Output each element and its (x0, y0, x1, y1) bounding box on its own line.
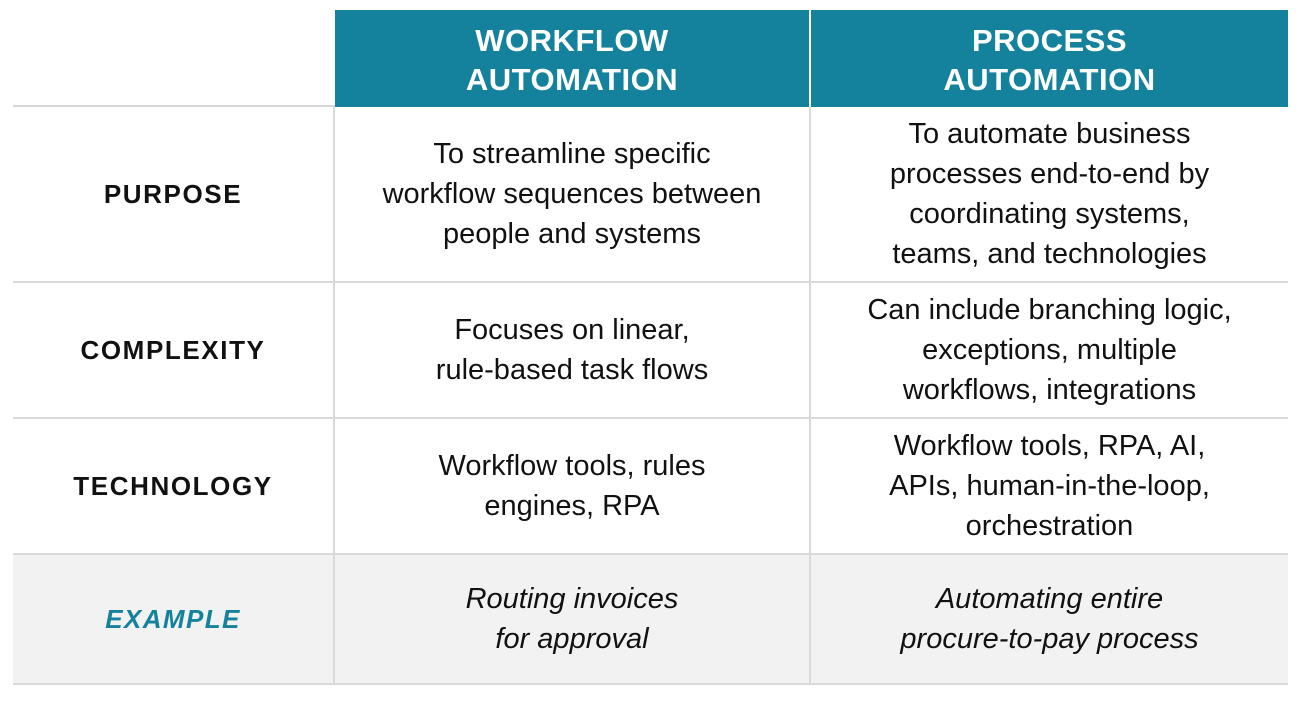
example-process-cell: Automating entire procure-to-pay process (811, 555, 1288, 685)
example-workflow-cell: Routing invoices for approval (335, 555, 811, 685)
complexity-workflow-cell: Focuses on linear, rule-based task flows (335, 283, 811, 419)
cell-line: exceptions, multiple (922, 334, 1177, 366)
row-label-technology: TECHNOLOGY (13, 419, 335, 555)
row-label-purpose: PURPOSE (13, 107, 335, 283)
cell-line: for approval (495, 623, 649, 655)
cell-line: Workflow tools, rules (438, 450, 706, 482)
table-corner (13, 10, 335, 107)
cell-line: coordinating systems, (909, 198, 1190, 230)
column-header-line: WORKFLOW (475, 22, 669, 58)
cell-line: Automating entire (935, 583, 1164, 615)
purpose-workflow-cell: To streamline specific workflow sequence… (335, 107, 811, 283)
technology-process-cell: Workflow tools, RPA, AI, APIs, human-in-… (811, 419, 1288, 555)
cell-line: engines, RPA (484, 490, 660, 522)
column-header-line: AUTOMATION (943, 61, 1156, 97)
cell-line: APIs, human-in-the-loop, (889, 470, 1210, 502)
cell-line: Routing invoices (465, 583, 679, 615)
cell-line: workflow sequences between (382, 178, 762, 210)
cell-line: To automate business (908, 118, 1191, 150)
cell-line: Workflow tools, RPA, AI, (893, 430, 1206, 462)
cell-line: To streamline specific (433, 138, 711, 170)
complexity-process-cell: Can include branching logic, exceptions,… (811, 283, 1288, 419)
cell-line: people and systems (443, 218, 701, 250)
cell-line: Focuses on linear, (454, 314, 690, 346)
column-header-line: PROCESS (971, 22, 1128, 58)
cell-line: procure-to-pay process (900, 623, 1199, 655)
purpose-process-cell: To automate business processes end-to-en… (811, 107, 1288, 283)
cell-line: rule-based task flows (435, 354, 709, 386)
column-header-line: AUTOMATION (465, 61, 679, 97)
cell-line: processes end-to-end by (889, 158, 1210, 190)
cell-line: teams, and technologies (892, 238, 1207, 270)
cell-line: orchestration (965, 510, 1134, 542)
comparison-table: WORKFLOW AUTOMATION PROCESS AUTOMATION P… (13, 10, 1288, 685)
cell-line: Can include branching logic, (867, 294, 1232, 326)
column-header-workflow-automation: WORKFLOW AUTOMATION (335, 10, 811, 107)
row-label-example: EXAMPLE (13, 555, 335, 685)
technology-workflow-cell: Workflow tools, rules engines, RPA (335, 419, 811, 555)
row-label-complexity: COMPLEXITY (13, 283, 335, 419)
column-header-process-automation: PROCESS AUTOMATION (811, 10, 1288, 107)
cell-line: workflows, integrations (902, 374, 1197, 406)
